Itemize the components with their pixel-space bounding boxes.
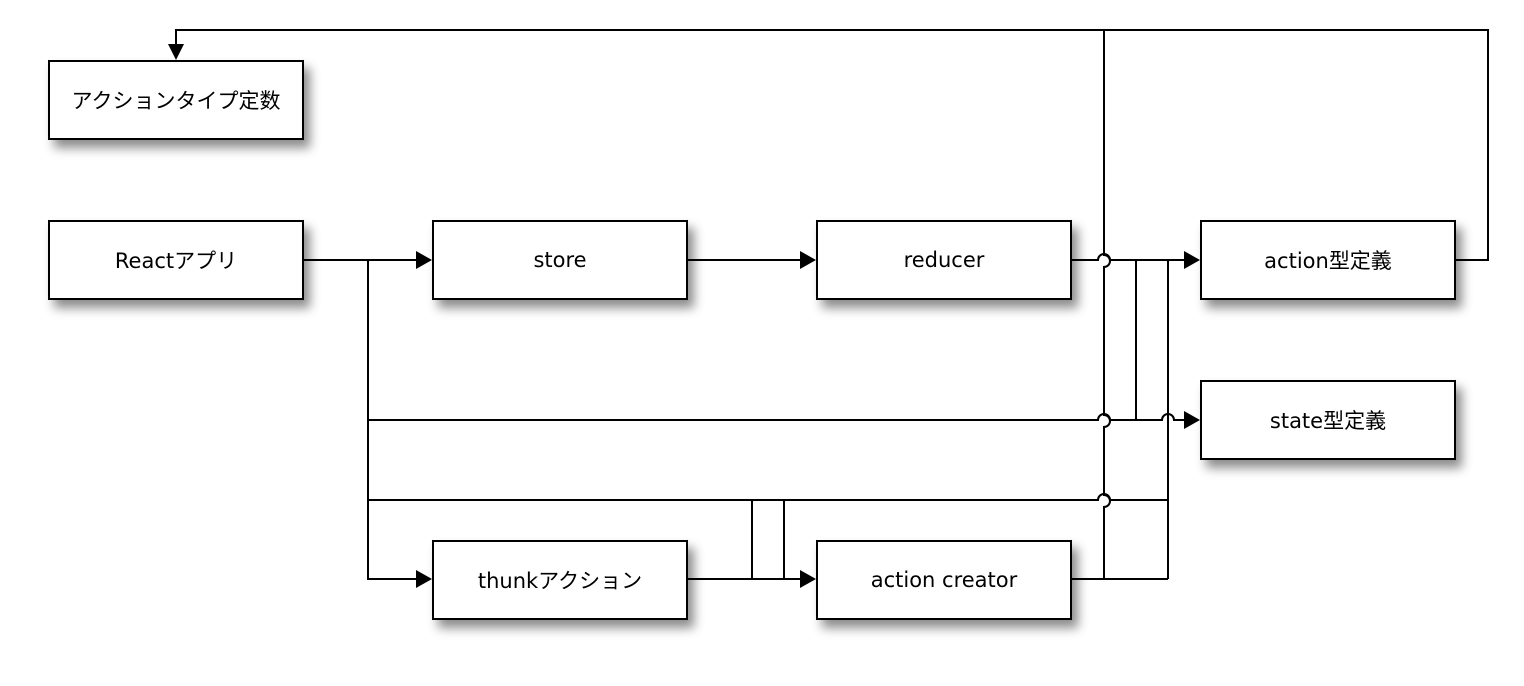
node-action-type-def: action型定義	[1200, 220, 1456, 300]
node-store: store	[432, 220, 688, 300]
node-action-creator: action creator	[816, 540, 1072, 620]
node-action-type-constants: アクションタイプ定数	[48, 60, 304, 140]
node-state-type-def: state型定義	[1200, 380, 1456, 460]
node-reducer: reducer	[816, 220, 1072, 300]
node-thunk-action: thunkアクション	[432, 540, 688, 620]
node-react-app: Reactアプリ	[48, 220, 304, 300]
